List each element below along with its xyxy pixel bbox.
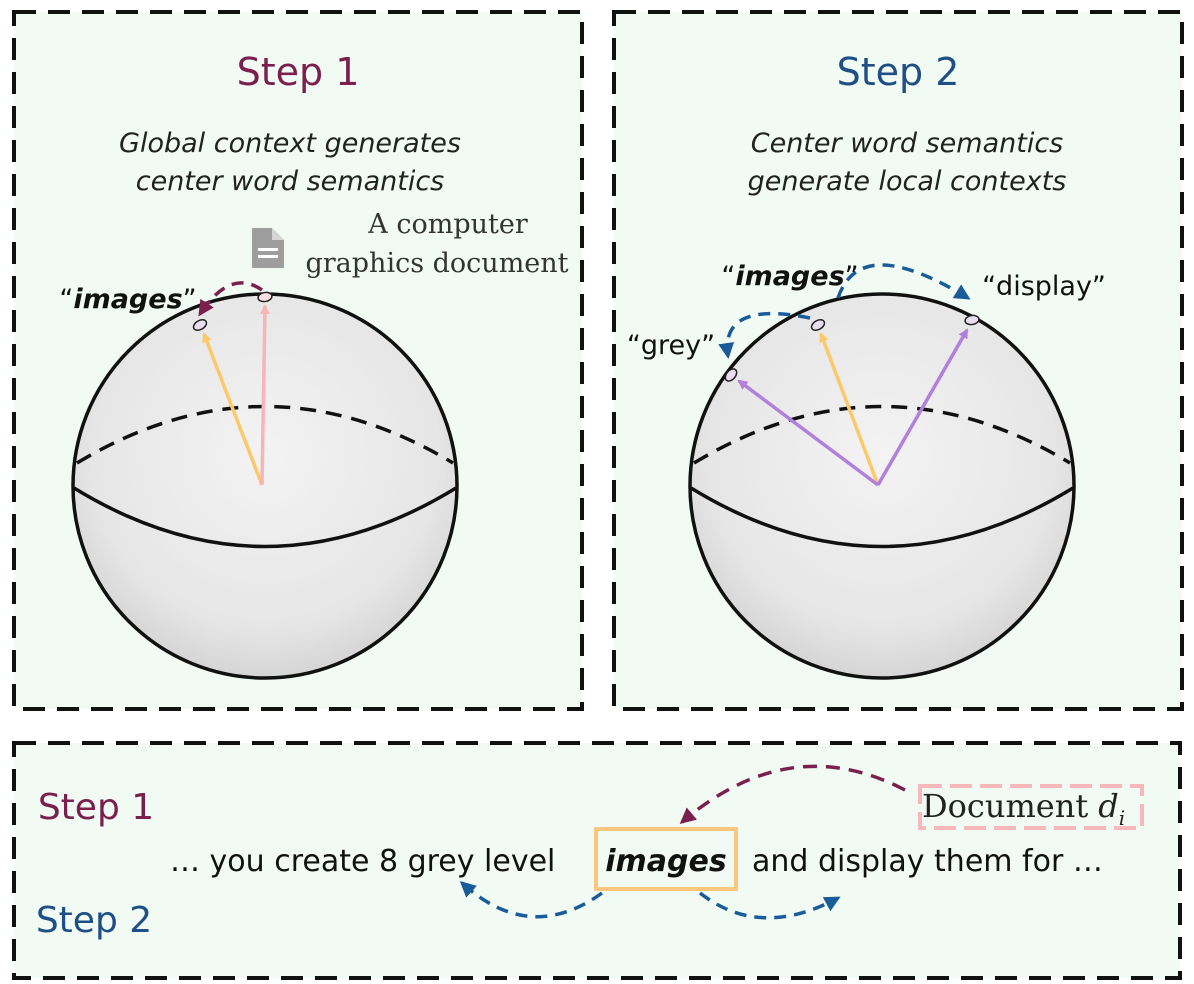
label-images-1-word: images	[73, 284, 182, 315]
point-display	[964, 314, 980, 326]
point-images-2	[810, 319, 826, 331]
label-grey: “grey”	[627, 330, 715, 361]
panel-step1: Step 1 Global context generates center w…	[12, 10, 584, 711]
step2-arrow-to-display	[836, 263, 971, 300]
center-word-vector-1	[202, 332, 264, 486]
label-display: “display”	[982, 271, 1106, 302]
context-vector-display	[876, 328, 969, 486]
panel-step1-subtitle-line2: center word semantics	[136, 166, 445, 197]
sentence-center-word: images	[605, 844, 726, 879]
panel-step2-subtitle-line1: Center word semantics	[751, 128, 1064, 159]
label-images-1-open-quote: “	[59, 284, 73, 315]
sentence-prefix: … you create 8 grey level	[170, 844, 555, 879]
sentence-step2-label: Step 2	[36, 900, 152, 941]
doc-label-line2: graphics document	[305, 248, 568, 279]
document-label: Document di	[922, 787, 1125, 830]
document-label-symbol: d	[1098, 787, 1118, 825]
document-icon	[252, 228, 284, 268]
sentence-suffix: and display them for …	[752, 844, 1103, 879]
label-images-1-close-quote: ”	[183, 284, 197, 315]
sentence-step2-arrow-right	[698, 891, 841, 920]
step2-arrow-to-grey	[718, 311, 811, 359]
point-grey	[724, 368, 738, 382]
sentence-step1-label: Step 1	[38, 787, 154, 828]
label-images-1: “images”	[59, 284, 196, 315]
sphere-1-equator-front	[73, 486, 457, 549]
label-images-2-word: images	[735, 261, 844, 292]
panel-step1-subtitle-line1: Global context generates	[119, 128, 461, 159]
panel-step2-title: Step 2	[837, 50, 960, 94]
panel-sentence: Step 1 Step 2 … you create 8 grey level …	[12, 741, 1182, 980]
point-document	[257, 291, 273, 303]
context-vector-grey	[737, 379, 880, 487]
point-images-1	[192, 319, 208, 331]
center-word-vector-2	[819, 332, 880, 486]
sphere-1-equator-back	[76, 404, 454, 465]
panel-step1-title: Step 1	[237, 50, 360, 94]
label-images-2-close-quote: ”	[845, 261, 859, 292]
step1-arrow-doc-to-word	[198, 281, 263, 317]
panel-step2-subtitle-line2: generate local contexts	[748, 166, 1067, 197]
sphere-2	[688, 292, 1076, 680]
doc-label-line1: A computer	[367, 209, 528, 240]
label-images-2-open-quote: “	[721, 261, 735, 292]
document-label-subscript: i	[1119, 806, 1125, 830]
sentence-step1-arrow	[679, 764, 906, 824]
center-word-highlight	[594, 827, 738, 891]
sphere-2-equator-back	[693, 404, 1071, 465]
sphere-2-equator-front	[690, 486, 1074, 549]
document-box	[918, 784, 1144, 830]
label-images-2: “images”	[721, 261, 858, 292]
document-vector	[259, 304, 270, 486]
panel-step2: Step 2 Center word semantics generate lo…	[612, 10, 1184, 711]
document-label-word: Document	[922, 787, 1088, 825]
